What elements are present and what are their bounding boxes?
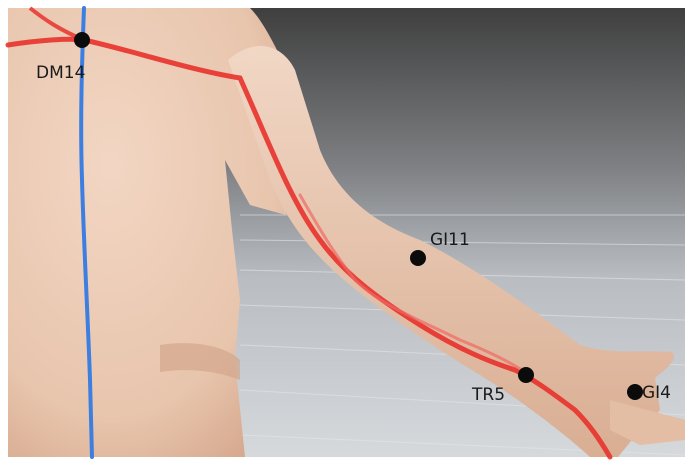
point-gi11-dot: [410, 250, 426, 266]
point-gi4-dot: [627, 384, 643, 400]
point-tr5-label: TR5: [471, 385, 505, 405]
point-dm14-label: DM14: [36, 63, 85, 83]
point-gi11-label: GI11: [430, 230, 470, 250]
point-gi4-label: GI4: [642, 383, 671, 403]
point-tr5-dot: [518, 367, 534, 383]
point-dm14-dot: [74, 32, 90, 48]
